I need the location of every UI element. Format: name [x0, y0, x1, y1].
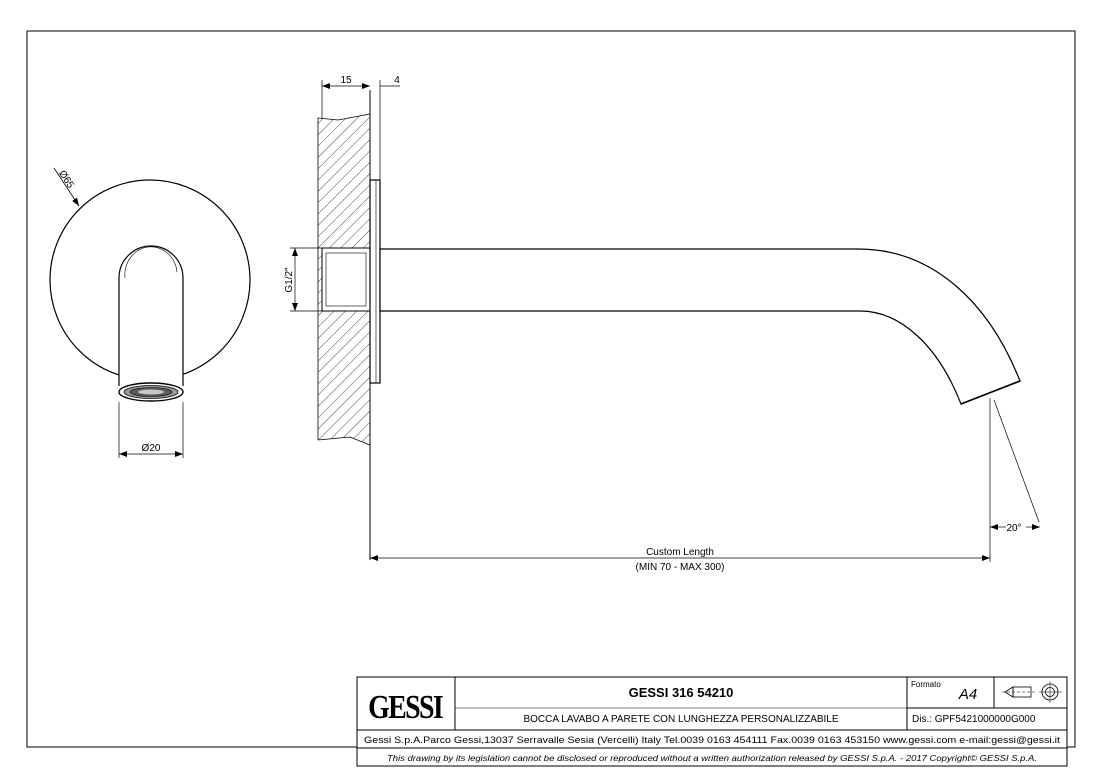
format-label: Formato — [911, 680, 941, 689]
wall-dim-label: 15 — [340, 75, 352, 86]
angle-label: 20° — [1006, 523, 1021, 534]
front-view: Ø65 Ø20 — [49, 167, 251, 458]
wall-plate — [369, 179, 381, 384]
length-range-label: (MIN 70 - MAX 300) — [636, 562, 725, 573]
format-value: A4 — [958, 686, 977, 703]
disclaimer: This drawing by its legislation cannot b… — [387, 754, 1037, 763]
plate-dim-label: 4 — [394, 75, 400, 86]
company-info: Gessi S.p.A.Parco Gessi,13037 Serravalle… — [364, 735, 1060, 746]
product-description: BOCCA LAVABO A PARETE CON LUNGHEZZA PERS… — [523, 714, 838, 725]
side-view: 15 4 G1/2" Custom Length (MIN 70 - MAX 3… — [284, 75, 1040, 573]
spout-body — [379, 248, 1021, 405]
projection-symbol-icon — [1002, 681, 1062, 703]
spout-diameter-label: Ø20 — [142, 443, 161, 454]
drawing-frame — [26, 30, 1076, 748]
title-block: GESSI GESSI 316 54210 BOCCA LAVABO A PAR… — [356, 676, 1068, 767]
thread-label: G1/2" — [284, 267, 295, 293]
gessi-logo: GESSI — [368, 687, 443, 725]
front-spout-body — [118, 245, 184, 386]
drawing-number: Dis.: GPF5421000000G000 — [912, 714, 1036, 725]
threaded-connection — [321, 247, 371, 312]
outer-diameter-label: Ø65 — [56, 169, 76, 191]
length-label: Custom Length — [646, 547, 714, 558]
product-code: GESSI 316 54210 — [629, 685, 734, 700]
